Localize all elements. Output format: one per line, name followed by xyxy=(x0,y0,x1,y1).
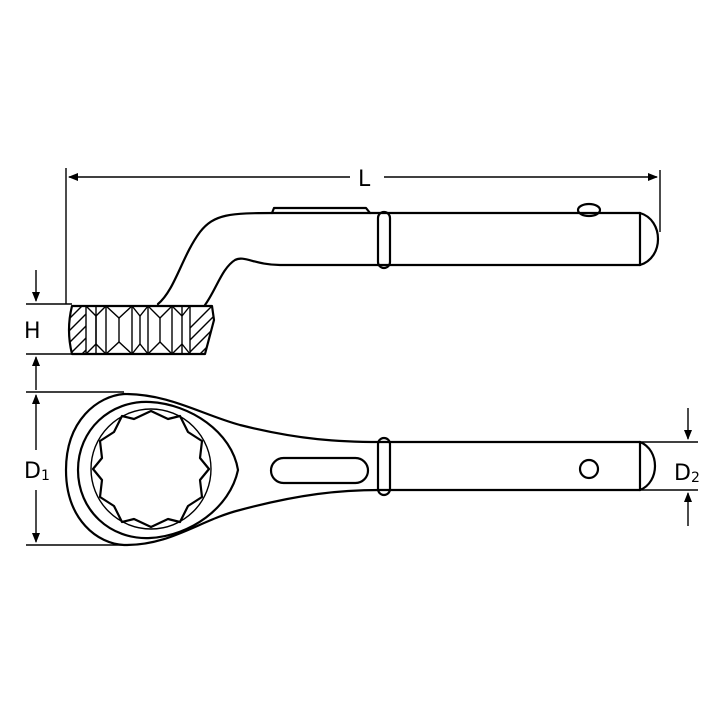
dimension-ring-diameter: D 1 xyxy=(24,391,124,546)
height-label: H xyxy=(24,319,41,344)
handle-diameter-subscript: 2 xyxy=(691,470,700,486)
ring-diameter-subscript: 1 xyxy=(41,468,50,484)
ring-section-profile xyxy=(85,304,191,356)
length-label: L xyxy=(358,167,371,192)
dimension-length: L xyxy=(65,167,661,304)
dimension-handle-diameter: D 2 xyxy=(640,408,700,526)
ring-diameter-label: D xyxy=(24,459,41,484)
top-view xyxy=(64,392,656,547)
side-view xyxy=(67,202,660,356)
handle-diameter-label: D xyxy=(674,461,691,486)
dimension-height: H xyxy=(24,270,72,390)
